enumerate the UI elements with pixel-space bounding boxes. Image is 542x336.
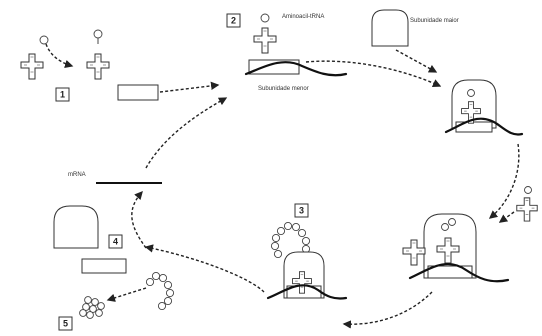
arrow-incoming-trna <box>500 212 514 222</box>
polypeptide-bead-icon <box>152 272 159 279</box>
amino-acid-icon <box>468 90 475 97</box>
polypeptide-bead-icon <box>158 302 165 309</box>
mrna-label: mRNA <box>68 172 86 178</box>
large-subunit-shape <box>54 206 98 248</box>
step-1-number: 1 <box>60 90 65 100</box>
incoming-trna-icon <box>517 198 537 221</box>
polypeptide-bead-icon <box>159 274 166 281</box>
incoming-trna-group <box>500 187 537 223</box>
amino-acid-icon <box>449 219 456 226</box>
step-5-number: 5 <box>63 319 68 329</box>
arrow-to-termination <box>344 292 432 324</box>
folded-protein-bead-icon <box>98 303 105 310</box>
large-subunit-label: Subunidade maior <box>410 18 459 24</box>
polypeptide-bead-icon <box>271 242 278 249</box>
amino-acid-icon <box>442 224 449 231</box>
assembled-ribosome-group <box>446 80 522 218</box>
polypeptide-bead-icon <box>284 222 291 229</box>
small-subunit-label: Subunidade menor <box>258 86 309 92</box>
arrow-large-to-complex <box>396 50 436 72</box>
arrow-to-elongation <box>490 144 519 218</box>
polypeptide-bead-icon <box>277 227 284 234</box>
elongation-ribosome-group <box>344 214 508 324</box>
arrow-to-dissociation <box>146 247 264 292</box>
polypeptide-bead-icon <box>164 281 171 288</box>
polypeptide-bead-icon <box>272 234 279 241</box>
folded-protein-bead-icon <box>85 297 92 304</box>
folded-protein-bead-icon <box>80 310 87 317</box>
aminoacyl-trna-icon <box>87 54 109 79</box>
polypeptide-bead-icon <box>292 223 299 230</box>
amino-acid-icon <box>40 36 48 44</box>
arrow-recycle-mrna <box>132 192 146 248</box>
folded-protein-bead-icon <box>87 312 94 319</box>
step-4-number: 4 <box>113 237 118 247</box>
small-subunit-bar <box>82 259 126 273</box>
polypeptide-bead-icon <box>166 289 173 296</box>
small-subunit-bar <box>118 85 158 100</box>
large-subunit-shape <box>372 10 408 46</box>
polypeptide-bead-icon <box>274 250 281 257</box>
polypeptide-bead-icon <box>146 278 153 285</box>
step-3-number: 3 <box>299 206 304 216</box>
trna-icon <box>254 28 276 53</box>
folded-protein-bead-icon <box>96 310 103 317</box>
amino-acid-icon <box>525 187 532 194</box>
step-2-number: 2 <box>231 16 236 26</box>
trna-icon <box>21 54 43 79</box>
large-subunit-group: Subunidade maior <box>372 10 459 72</box>
attached-amino-acid-icon <box>94 30 102 38</box>
step-1-group: 1 <box>21 30 218 101</box>
arrow-to-step-2 <box>160 85 218 92</box>
folded-protein-bead-icon <box>92 299 99 306</box>
aminoacyl-trna-label: Aminoacil-tRNA <box>282 14 324 20</box>
step-5-group: 5 <box>59 272 174 330</box>
step-1-arrow <box>46 44 72 66</box>
step-3-group: 3 <box>146 204 346 299</box>
trna-icon <box>403 240 425 265</box>
arrow-folding <box>108 288 146 300</box>
polypeptide-bead-icon <box>164 297 171 304</box>
polypeptide-bead-icon <box>302 237 309 244</box>
aminoacyl-bead-icon <box>261 14 269 22</box>
arrow-mrna-to-step-2 <box>146 98 226 168</box>
polypeptide-bead-icon <box>298 229 305 236</box>
step-4-group: 4 <box>54 206 126 273</box>
